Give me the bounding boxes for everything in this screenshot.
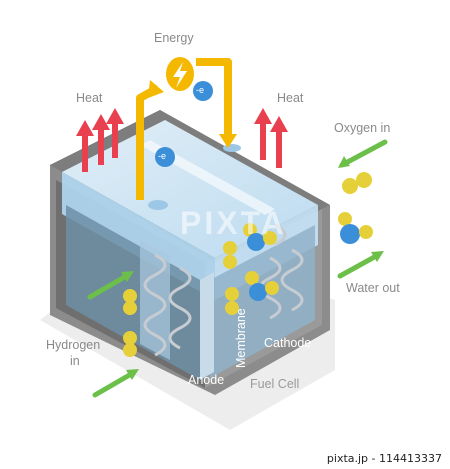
input-arrows: [87, 139, 388, 398]
heat-label-left: Heat: [76, 91, 103, 105]
oxygen-in-label: Oxygen in: [334, 121, 391, 135]
water-out-label: Water out: [346, 281, 400, 295]
image-id-text: pixta.jp - 114413337: [326, 452, 442, 465]
image-footer: pixta.jp - 114413337: [0, 448, 450, 469]
hydrogen-in-label-line1: Hydrogen: [46, 338, 101, 352]
membrane-molecules: [223, 223, 279, 315]
hydrogen-in-arrow-lower: [92, 370, 136, 398]
heat-arrow-right-1: [254, 108, 272, 160]
cathode-label: Cathode: [264, 336, 312, 350]
water-out-arrow: [337, 252, 381, 279]
lightning-bolt-icon: [166, 57, 194, 91]
energy-label: Energy: [154, 31, 194, 45]
anode-label: Anode: [188, 373, 225, 387]
heat-arrows: [76, 108, 288, 172]
hydrogen-in-label-line2: in: [70, 354, 80, 368]
electron-top-label: -e: [196, 85, 205, 95]
heat-label-right: Heat: [277, 91, 304, 105]
hydrogen-in-arrow-upper: [87, 272, 131, 300]
fuel-cell-label: Fuel Cell: [250, 377, 300, 391]
heat-arrow-left-3: [106, 108, 124, 158]
electron-top: [193, 81, 213, 101]
heat-arrow-left-2: [92, 114, 110, 165]
hydrogen-molecules-anode: [123, 289, 137, 357]
membrane-label: Membrane: [234, 308, 248, 368]
energy-arrow-up-head: [148, 80, 164, 98]
heat-arrow-left-1: [76, 120, 94, 172]
electron-mid-label: -e: [158, 151, 167, 161]
oxygen-molecule-in: [342, 172, 372, 194]
energy-arrow-down-head: [219, 134, 237, 148]
heat-exchange-coils: [143, 223, 304, 357]
oxygen-in-arrow: [339, 139, 388, 168]
water-molecule-out: [338, 212, 373, 244]
electron-mid: [155, 147, 175, 167]
watermark: PIXTA: [180, 205, 287, 241]
heat-arrow-right-2: [270, 116, 288, 168]
